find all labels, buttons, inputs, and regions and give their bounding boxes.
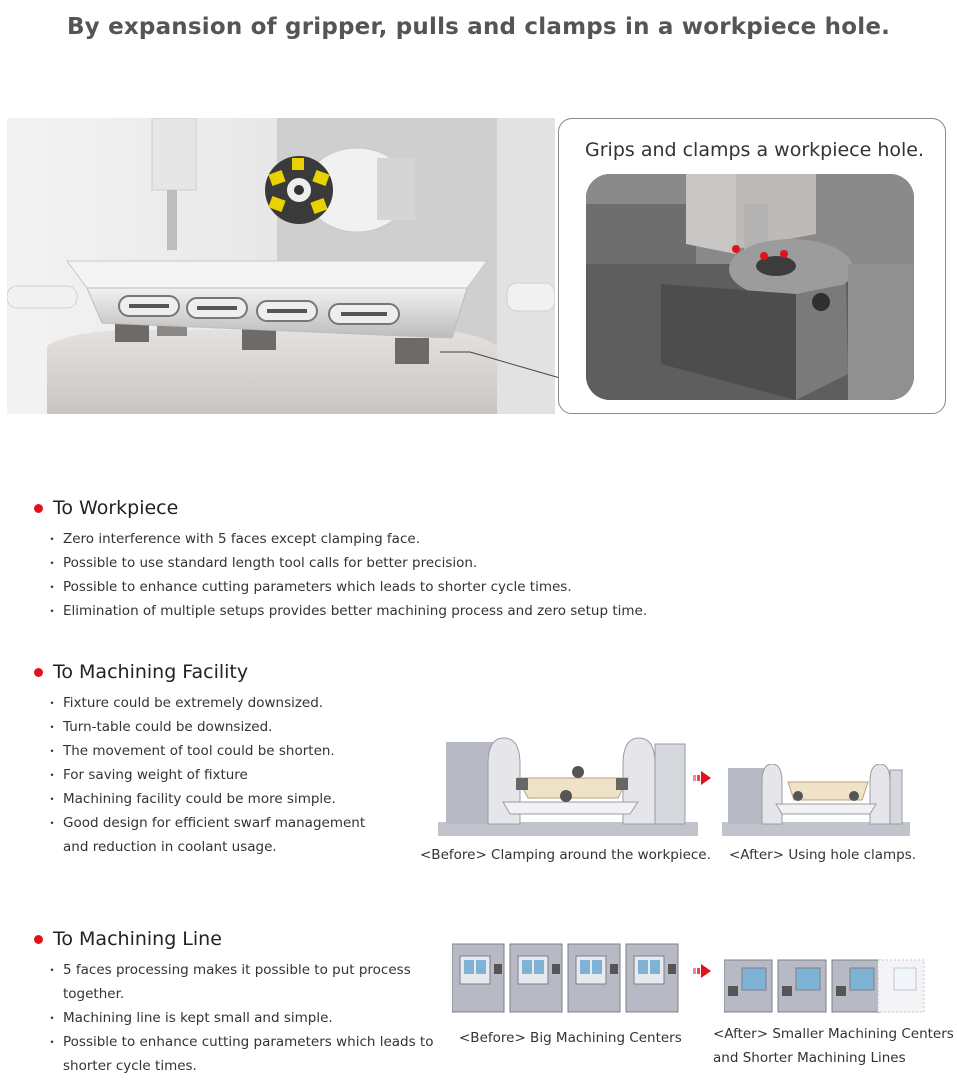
list-item: For saving weight of fixture xyxy=(46,763,389,787)
hero-illustration xyxy=(7,118,555,414)
section-to-machining-line: To Machining Line 5 faces processing mak… xyxy=(34,928,444,1078)
after-caption-line-2: and Shorter Machining Lines xyxy=(713,1050,906,1066)
bullet-list: 5 faces processing makes it possible to … xyxy=(46,958,444,1078)
list-item: Machining line is kept small and simple. xyxy=(46,1006,444,1030)
page-title: By expansion of gripper, pulls and clamp… xyxy=(66,14,891,40)
list-item: Zero interference with 5 faces except cl… xyxy=(46,527,647,551)
after-machining-centers-illustration xyxy=(724,959,925,1013)
list-item: Good design for efficient swarf manageme… xyxy=(46,811,389,859)
after-caption-line-1: <After> Smaller Machining Centers xyxy=(713,1026,954,1042)
section-to-workpiece: To Workpiece Zero interference with 5 fa… xyxy=(34,497,647,623)
before-machining-centers-illustration xyxy=(452,943,679,1013)
list-item: 5 faces processing makes it possible to … xyxy=(46,958,444,1006)
section-to-machining-facility: To Machining Facility Fixture could be e… xyxy=(34,661,389,859)
section-heading-text: To Machining Line xyxy=(53,928,222,950)
list-item: Possible to use standard length tool cal… xyxy=(46,551,647,575)
before-caption-line: <Before> Big Machining Centers xyxy=(459,1030,682,1046)
section-heading: To Workpiece xyxy=(34,497,647,519)
list-item: The movement of tool could be shorten. xyxy=(46,739,389,763)
grip-closeup-photo xyxy=(586,174,914,400)
red-dot-icon xyxy=(34,934,43,944)
red-arrow-icon xyxy=(693,771,711,785)
list-item: Fixture could be extremely downsized. xyxy=(46,691,389,715)
after-caption-facility: <After> Using hole clamps. xyxy=(729,847,917,863)
before-turntable-illustration xyxy=(438,737,698,836)
bullet-list: Zero interference with 5 faces except cl… xyxy=(46,527,647,623)
section-heading: To Machining Line xyxy=(34,928,444,950)
list-item: Possible to enhance cutting parameters w… xyxy=(46,575,647,599)
section-heading-text: To Workpiece xyxy=(53,497,179,519)
before-caption-facility: <Before> Clamping around the workpiece. xyxy=(420,847,711,863)
section-heading-text: To Machining Facility xyxy=(53,661,249,683)
list-item: Possible to enhance cutting parameters w… xyxy=(46,1030,444,1078)
red-dot-icon xyxy=(34,667,43,677)
section-heading: To Machining Facility xyxy=(34,661,389,683)
callout-leader-line xyxy=(440,351,561,379)
callout-title: Grips and clamps a workpiece hole. xyxy=(585,139,925,161)
list-item: Turn-table could be downsized. xyxy=(46,715,389,739)
red-dot-icon xyxy=(34,503,43,513)
after-turntable-illustration xyxy=(722,764,910,836)
list-item: Machining facility could be more simple. xyxy=(46,787,389,811)
bullet-list: Fixture could be extremely downsized. Tu… xyxy=(46,691,389,859)
grip-detail-callout: Grips and clamps a workpiece hole. xyxy=(558,118,946,414)
list-item: Elimination of multiple setups provides … xyxy=(46,599,647,623)
red-arrow-icon xyxy=(693,964,711,978)
